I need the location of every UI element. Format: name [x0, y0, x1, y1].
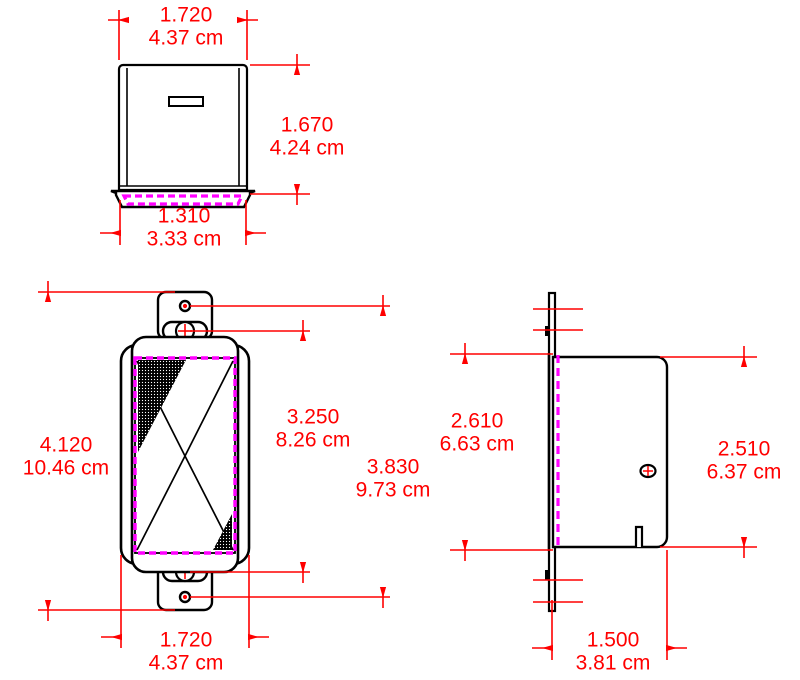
front-view — [119, 290, 251, 612]
top-view-hidden-edge — [121, 194, 245, 206]
side-view-body — [551, 355, 669, 549]
top-tab-screw-center — [182, 303, 188, 309]
dim-front-opening-value: 3.250 — [287, 406, 340, 429]
side-view-notch — [634, 525, 644, 547]
dim-front-width-metric: 4.37 cm — [149, 652, 224, 675]
dim-side-plate-metric: 6.63 cm — [440, 433, 515, 456]
dim-side-plate-value: 2.610 — [451, 410, 504, 433]
dim-top-height-value: 1.670 — [281, 114, 334, 137]
dim-flange-width-value: 1.310 — [158, 205, 211, 228]
dim-side-depth-metric: 3.81 cm — [576, 652, 651, 675]
top-view-body — [117, 63, 249, 192]
side-view-dimensions: 2.610 6.63 cm 2.510 6.37 cm 1.500 3.81 c… — [440, 308, 782, 675]
dim-top-height-metric: 4.24 cm — [270, 137, 345, 160]
dim-flange-width-metric: 3.33 cm — [147, 228, 222, 251]
top-view-slot — [168, 96, 204, 107]
dim-front-opening-metric: 8.26 cm — [276, 429, 351, 452]
dim-top-width-value: 1.720 — [160, 4, 213, 27]
dim-front-mount-metric: 9.73 cm — [356, 479, 431, 502]
dim-top-width-metric: 4.37 cm — [149, 27, 224, 50]
side-view-lower-step — [545, 570, 550, 580]
front-view-hatch-upper-left — [138, 360, 186, 452]
front-view-dimensions: 4.120 10.46 cm 3.250 8.26 cm 3.830 9.73 … — [23, 281, 431, 675]
dim-front-overall-metric: 10.46 cm — [23, 457, 109, 480]
front-view-diagonal-lower — [136, 454, 234, 551]
dim-side-body-metric: 6.37 cm — [707, 461, 782, 484]
dim-front-overall-value: 4.120 — [40, 434, 93, 457]
top-view-dimensions: 1.720 4.37 cm 1.670 4.24 cm 1.310 3.33 c… — [100, 4, 344, 251]
top-view — [110, 63, 256, 209]
bottom-tab-screw-center — [182, 594, 188, 600]
front-view-hatch-lower-right — [213, 514, 232, 550]
dim-side-depth-value: 1.500 — [587, 629, 640, 652]
side-view-upper-step — [545, 326, 550, 336]
dim-side-body-value: 2.510 — [718, 438, 771, 461]
front-view-hidden-outline — [133, 356, 237, 555]
dim-front-width-value: 1.720 — [160, 629, 213, 652]
side-view — [545, 291, 669, 613]
dim-front-mount-value: 3.830 — [367, 456, 420, 479]
